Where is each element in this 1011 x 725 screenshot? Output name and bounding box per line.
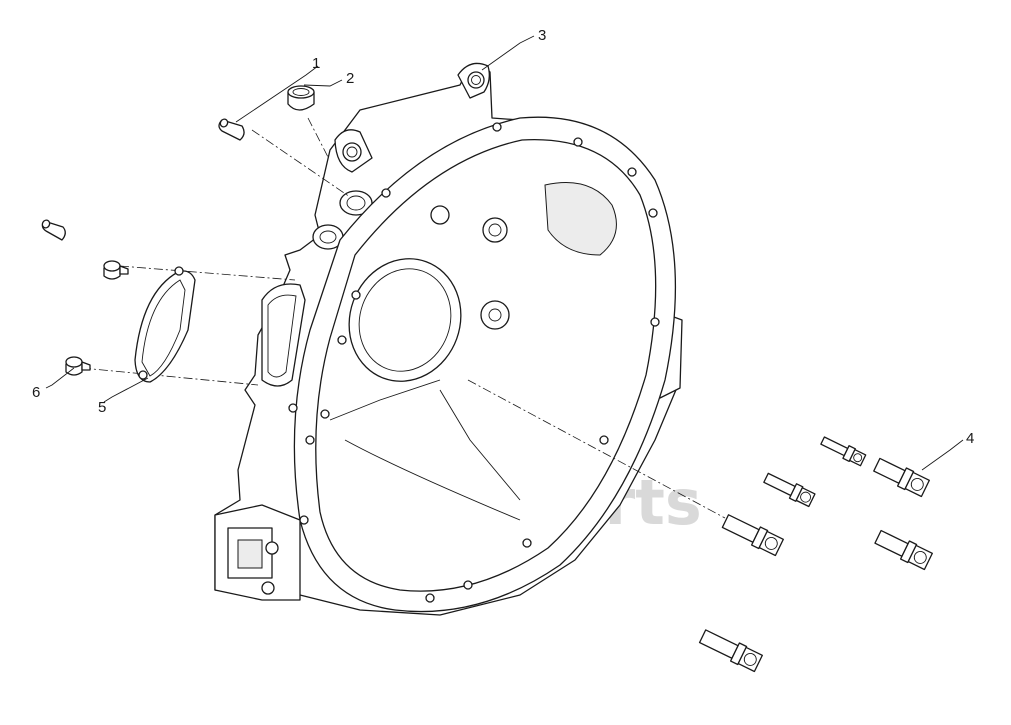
callout-5: 5 [98,399,106,416]
callout-4: 4 [966,430,974,447]
bolt-b [763,472,816,508]
plug [287,85,315,111]
callout-labels: 1 2 3 4 5 6 [32,27,974,447]
callout-1: 1 [312,55,320,72]
assembly-lines [81,117,726,519]
bolt-a [820,436,867,467]
callout-2: 2 [346,70,354,87]
flange-bolt-holes [288,122,660,603]
bolt-f [698,629,763,673]
leader-lines [45,35,964,471]
dowel-pin-upper [218,118,245,141]
callout-3: 3 [538,27,546,44]
small-bolt-upper [103,260,129,280]
bolt-e [874,529,933,571]
callout-6: 6 [32,384,40,401]
bolt-c [873,457,930,498]
flywheel-housing [214,62,683,616]
small-bolt-lower [65,356,91,376]
bolt-d [721,514,784,557]
cover-plate [134,266,196,383]
dowel-pin-left [41,219,66,241]
